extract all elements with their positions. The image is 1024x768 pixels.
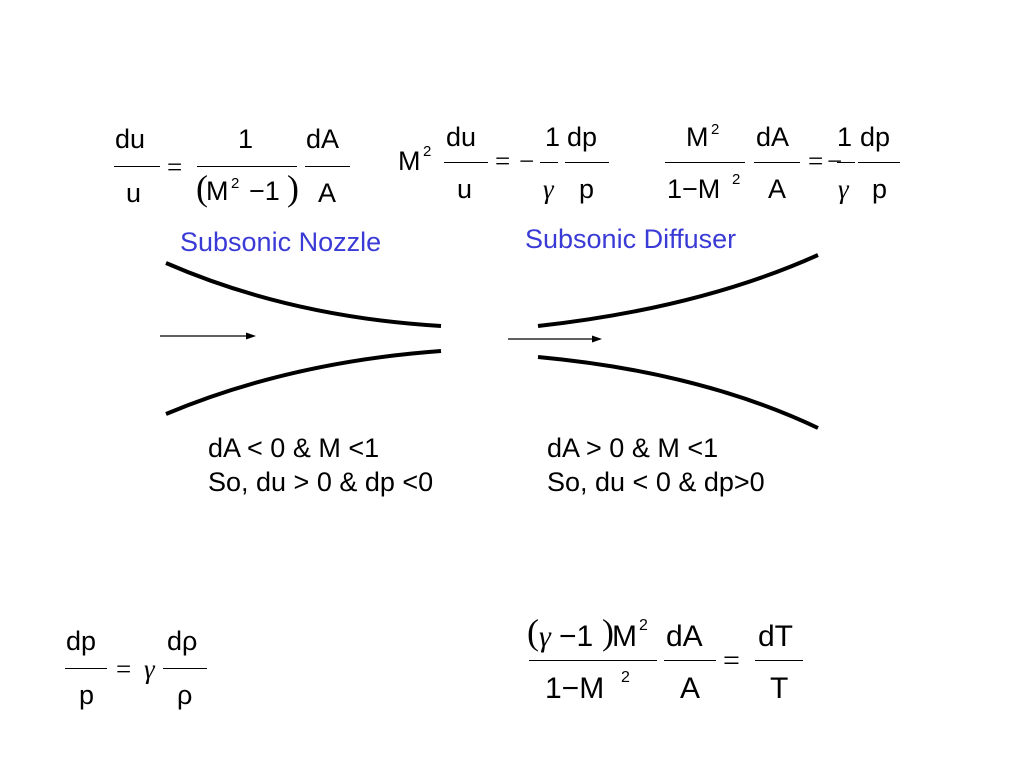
eq3-equals: = [808, 146, 824, 176]
diffuser-upper-wall [537, 253, 819, 328]
eq2-num-dp: dp [567, 122, 598, 152]
equation-area-temperature: ( γ −1 ) M 2 1−M 2 dA A = dT T [525, 612, 825, 722]
eq5-den-exp: 2 [621, 669, 630, 686]
label-subsonic-nozzle: Subsonic Nozzle [180, 227, 382, 257]
eq5-den-T: T [770, 672, 789, 705]
eq3-den-A: A [768, 174, 787, 204]
diffuser-lower-wall [537, 355, 819, 430]
nozzle-upper-wall [165, 261, 442, 328]
equation-area-pressure: M 2 1−M 2 dA A = − 1 γ dp p [660, 118, 910, 218]
eq3-num-dp: dp [860, 122, 891, 152]
eq5-paren-close: ) [602, 612, 614, 652]
eq1-num-du: du [115, 124, 146, 154]
eq3-den-1minusM: 1−M [667, 174, 721, 204]
eq5-num-dT: dT [758, 620, 794, 653]
nozzle-conditions: dA < 0 & M <1 So, du > 0 & dp <0 [208, 432, 433, 500]
diffuser-condition-line2: So, du < 0 & dp>0 [547, 466, 765, 497]
equation-nozzle: du u = 1 ( M 2 −1 ) dA A [110, 118, 360, 218]
eq3-minus: − [827, 146, 843, 176]
eq5-num-M: M [612, 620, 637, 653]
eq5-num-gamma: γ [539, 620, 551, 653]
nozzle-lower-wall [165, 349, 442, 416]
nozzle-flow-arrow [160, 332, 256, 340]
eq3-den-p: p [872, 174, 888, 204]
eq2-den-p: p [579, 174, 595, 204]
eq1-paren-open: ( [196, 168, 208, 208]
eq5-num-exp: 2 [639, 617, 648, 634]
eq1-den-M: M [206, 176, 229, 206]
eq2-lhs-M: M [398, 146, 421, 176]
eq1-num-dA: dA [306, 124, 340, 154]
eq2-num-1: 1 [545, 122, 561, 152]
eq2-equals: = [495, 146, 511, 176]
eq5-num-minus1: −1 [559, 620, 594, 653]
diffuser-conditions: dA > 0 & M <1 So, du < 0 & dp>0 [547, 432, 765, 500]
eq3-num-dA: dA [756, 122, 790, 152]
equation-momentum: M 2 du u = − 1 γ dp p [395, 118, 625, 218]
eq5-paren-open: ( [527, 612, 539, 652]
eq1-den-u: u [126, 178, 142, 208]
eq3-den-gamma: γ [838, 174, 849, 204]
eq2-den-u: u [457, 174, 473, 204]
label-subsonic-diffuser: Subsonic Diffuser [525, 224, 737, 254]
eq1-paren-close: ) [287, 168, 299, 208]
eq4-equals: = [116, 654, 132, 684]
eq3-num-M: M [686, 122, 709, 152]
eq3-num-exp: 2 [711, 121, 720, 138]
diffuser-flow-arrow [508, 335, 602, 343]
nozzle-condition-line2: So, du > 0 & dp <0 [208, 466, 434, 497]
eq4-gamma: γ [144, 654, 155, 684]
diffuser-condition-line1: dA > 0 & M <1 [547, 433, 719, 463]
eq3-den-exp: 2 [732, 171, 741, 188]
nozzle-condition-line1: dA < 0 & M <1 [208, 433, 380, 463]
eq1-den-exp: 2 [231, 175, 240, 192]
eq4-den-rho: ρ [177, 680, 193, 710]
eq4-den-p: p [79, 680, 95, 710]
eq5-den-A: A [680, 672, 701, 705]
eq5-den-1minusM: 1−M [545, 672, 605, 705]
eq2-minus: − [519, 146, 535, 176]
eq2-num-du: du [446, 122, 477, 152]
eq3-num-1: 1 [837, 122, 853, 152]
eq1-den-A: A [318, 178, 337, 208]
equation-isentropic-density: dp p = γ dρ ρ [60, 620, 230, 720]
eq4-num-dp: dp [66, 626, 97, 656]
eq1-den-minus1: −1 [249, 176, 280, 206]
eq2-lhs-exp: 2 [423, 143, 432, 160]
eq1-equals: = [167, 152, 183, 182]
eq5-num-dA: dA [666, 620, 703, 653]
eq5-equals: = [723, 644, 740, 677]
eq4-num-drho: dρ [167, 626, 198, 656]
eq2-den-gamma: γ [543, 174, 554, 204]
eq1-num-1: 1 [238, 124, 254, 154]
